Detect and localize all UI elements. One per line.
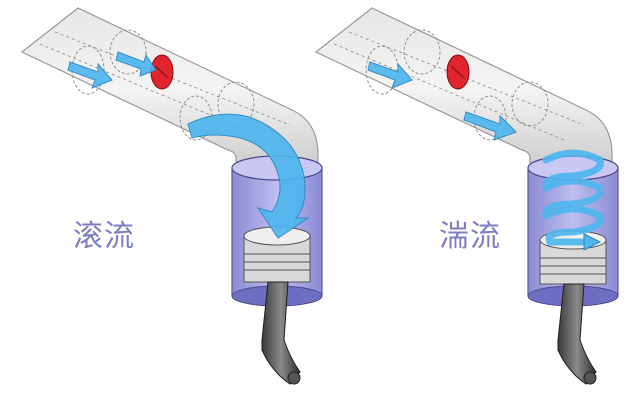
right-small-arrow-1 xyxy=(367,61,413,89)
left-small-arrow-1 xyxy=(67,61,113,89)
swirl-flow-spiral xyxy=(542,149,604,246)
right-assembly xyxy=(314,7,619,385)
tumble-flow-label: 滚流 xyxy=(73,219,135,254)
turbulent-flow-label: 湍流 xyxy=(439,219,501,254)
left-flow-arrows xyxy=(67,51,310,239)
right-intake-pipe xyxy=(314,7,613,171)
right-small-arrow-2 xyxy=(463,111,517,141)
swirl-arrowhead xyxy=(583,233,602,251)
left-small-arrow-2 xyxy=(115,51,157,77)
left-assembly xyxy=(20,7,323,385)
right-flow-arrows xyxy=(367,61,517,141)
tumble-flow-arrow xyxy=(187,113,310,239)
